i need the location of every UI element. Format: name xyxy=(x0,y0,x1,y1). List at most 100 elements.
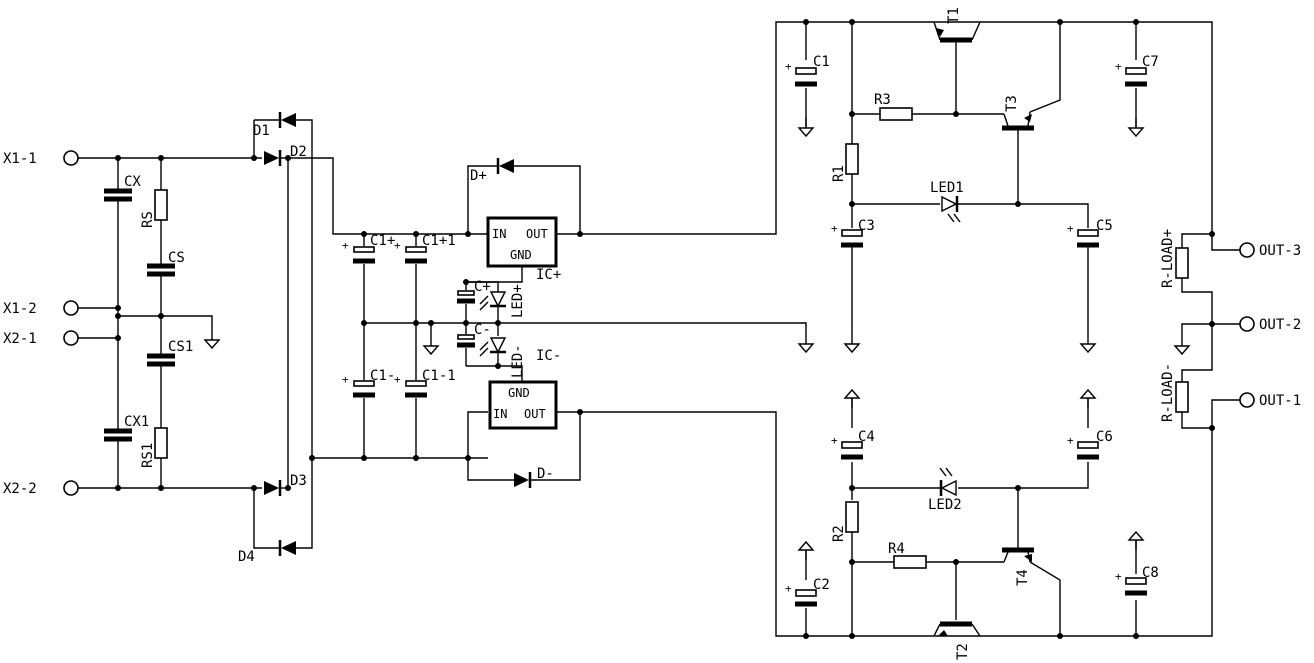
diode-d3: D3 xyxy=(264,473,307,496)
capacitor-c6: + C6 xyxy=(1067,429,1113,460)
transistor-t1: T1 xyxy=(933,7,981,43)
ground-symbol xyxy=(1128,117,1144,137)
label-led-1: LED1 xyxy=(930,180,964,196)
label-ic-minus: IC- xyxy=(536,348,561,364)
label-t3: T3 xyxy=(1004,95,1020,112)
label-c5: C5 xyxy=(1096,218,1113,234)
label-c1: C1 xyxy=(813,54,830,70)
svg-text:+: + xyxy=(1115,60,1122,73)
label-rs: RS xyxy=(140,211,156,228)
ground-symbol xyxy=(1128,531,1144,551)
svg-text:+: + xyxy=(394,373,401,386)
ground-symbol xyxy=(798,541,814,561)
ground-symbol xyxy=(844,389,860,409)
transistor-t3: T3 xyxy=(1002,95,1034,131)
ground-symbol xyxy=(1080,333,1096,353)
junction-dots xyxy=(115,19,1215,639)
label-cs: CS xyxy=(168,250,185,266)
diode-d1: D1 xyxy=(253,112,296,139)
ground-symbol xyxy=(798,333,814,353)
svg-text:+: + xyxy=(1115,570,1122,583)
capacitor-c-minus: C- xyxy=(457,322,491,348)
resistor-r-load-minus: R-LOAD- xyxy=(1160,363,1189,422)
label-r2: R2 xyxy=(831,525,847,542)
svg-text:+: + xyxy=(1067,222,1074,235)
capacitor-cx1: CX1 xyxy=(104,414,149,442)
svg-text:+: + xyxy=(1067,434,1074,447)
capacitor-c2: + C2 xyxy=(785,577,830,607)
resistor-r3: R3 xyxy=(874,92,913,121)
led-1: LED1 xyxy=(930,180,964,223)
capacitor-c8: + C8 xyxy=(1115,565,1159,596)
terminal-x1-2: X1-2 xyxy=(3,300,79,317)
ic-minus-out-label: OUT xyxy=(524,407,546,421)
terminal-out-2: OUT-2 xyxy=(1239,316,1301,333)
resistor-r-load-plus: R-LOAD+ xyxy=(1160,229,1189,288)
label-c1-minus-1: C1-1 xyxy=(422,368,456,384)
svg-text:+: + xyxy=(831,222,838,235)
diode-d-minus: D- xyxy=(514,466,554,488)
resistor-r1: R1 xyxy=(831,143,859,182)
capacitor-c7: + C7 xyxy=(1115,54,1159,87)
capacitor-c1-minus-1: + C1-1 xyxy=(394,368,456,398)
ground-symbol xyxy=(423,335,439,355)
label-out-2: OUT-2 xyxy=(1259,317,1301,333)
label-out-1: OUT-1 xyxy=(1259,393,1301,409)
label-c3: C3 xyxy=(858,218,875,234)
terminal-out-1: OUT-1 xyxy=(1239,392,1301,409)
capacitor-c1-plus-1: + C1+1 xyxy=(394,233,456,264)
label-led-minus: LED- xyxy=(510,344,526,378)
label-x2-1: X2-1 xyxy=(3,331,37,347)
transistor-t2: T2 xyxy=(933,621,981,660)
label-c-plus: C+ xyxy=(474,279,491,295)
label-x2-2: X2-2 xyxy=(3,481,37,497)
ic-minus-in-label: IN xyxy=(493,407,507,421)
ground-symbol xyxy=(204,329,220,349)
regulator-ic-plus: IN OUT GND IC+ xyxy=(486,216,561,283)
ground-symbol xyxy=(798,117,814,137)
capacitor-cs: CS xyxy=(147,250,185,277)
svg-text:+: + xyxy=(394,239,401,252)
resistor-r4: R4 xyxy=(888,541,927,569)
label-r3: R3 xyxy=(874,92,891,108)
label-t2: T2 xyxy=(955,643,971,660)
capacitor-cx: CX xyxy=(104,174,141,202)
label-r-load-plus: R-LOAD+ xyxy=(1160,229,1176,288)
label-c-minus: C- xyxy=(474,322,491,338)
capacitor-c1: + C1 xyxy=(785,54,830,87)
diode-d-plus: D+ xyxy=(470,158,514,184)
label-ic-plus: IC+ xyxy=(536,267,561,283)
label-cs1: CS1 xyxy=(168,339,193,355)
led-plus: LED+ xyxy=(479,284,526,318)
label-r1: R1 xyxy=(831,165,847,182)
label-d3: D3 xyxy=(290,473,307,489)
capacitor-cs1: CS1 xyxy=(147,339,193,367)
label-cx1: CX1 xyxy=(124,414,149,430)
capacitor-c-plus: C+ xyxy=(457,279,491,304)
label-c1-plus: C1+ xyxy=(370,233,395,249)
ground-symbol xyxy=(844,333,860,353)
terminal-out-3: OUT-3 xyxy=(1239,242,1301,259)
transistor-t4: T4 xyxy=(1002,547,1034,586)
diode-d2: D2 xyxy=(264,144,307,166)
label-t1: T1 xyxy=(946,7,962,24)
label-led-plus: LED+ xyxy=(510,284,526,318)
capacitor-c1-minus: + C1- xyxy=(342,368,395,398)
label-rs1: RS1 xyxy=(140,443,156,468)
label-c8: C8 xyxy=(1142,565,1159,581)
resistor-rs: RS xyxy=(140,189,168,228)
ic-plus-out-label: OUT xyxy=(526,227,548,241)
diode-d4: D4 xyxy=(238,540,296,565)
label-c1-minus: C1- xyxy=(370,368,395,384)
regulator-ic-minus: GND IN OUT IC- xyxy=(488,348,561,430)
terminal-x2-1: X2-1 xyxy=(3,330,79,347)
label-c2: C2 xyxy=(813,577,830,593)
svg-text:+: + xyxy=(831,434,838,447)
label-c1-plus-1: C1+1 xyxy=(422,233,456,249)
label-cx: CX xyxy=(124,174,141,190)
label-x1-2: X1-2 xyxy=(3,301,37,317)
led-2: LED2 xyxy=(928,467,962,513)
resistor-rs1: RS1 xyxy=(140,427,168,468)
label-x1-1: X1-1 xyxy=(3,151,37,167)
